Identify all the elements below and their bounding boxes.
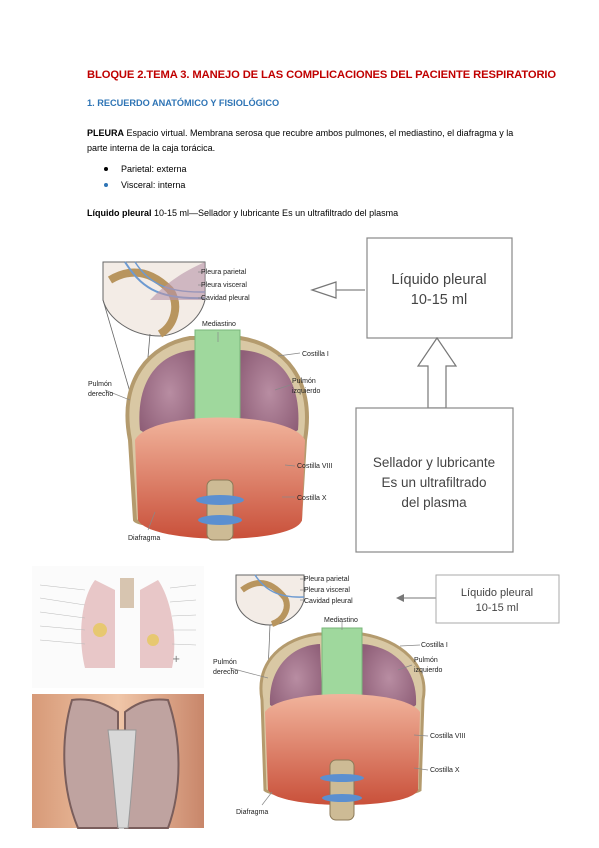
label-cavidad-pleural: Cavidad pleural: [201, 295, 250, 302]
pleura-term: PLEURA: [87, 128, 125, 138]
pleura-definition: Espacio virtual. Membrana serosa que rec…: [87, 128, 514, 153]
bullet-dot-icon: [104, 182, 108, 187]
callout-liquido-pleural-bottom: Líquido pleural 10-15 ml: [396, 574, 560, 624]
callout-bottom-line2: Es un ultrafiltrado: [381, 475, 486, 490]
callout-top-line1: Líquido pleural: [391, 272, 486, 288]
label-pleura-parietal: Pleura parietal: [201, 269, 247, 276]
label-diafragma: Diafragma: [128, 535, 160, 542]
label-diafragma-bottom: Diafragma: [236, 809, 268, 816]
label-costilla-i-bottom: Costilla I: [421, 642, 448, 649]
callout-liquido-pleural-top: Líquido pleural 10-15 ml: [366, 237, 513, 339]
liquid-term: Líquido pleural: [87, 208, 152, 218]
bullet-text: Parietal: externa: [121, 164, 187, 174]
callout-bottom-fig-line2: 10-15 ml: [476, 602, 519, 614]
label-pulmon-derecho-1-bottom: Pulmón: [213, 659, 237, 666]
label-mediastino: Mediastino: [202, 321, 236, 328]
liquid-pleural-line: Líquido pleural 10-15 ml—Sellador y lubr…: [87, 208, 398, 218]
label-pulmon-izquierdo-1: Pulmón: [292, 378, 316, 385]
thorax-illustration-top: Pleura parietal Pleura visceral Cavidad …: [88, 261, 332, 542]
callout-bottom-line3: del plasma: [401, 495, 467, 510]
hollow-up-arrow: [416, 336, 458, 409]
label-pulmon-derecho-2-bottom: derecho: [213, 669, 238, 676]
label-pulmon-derecho-2: derecho: [88, 391, 113, 398]
arrow-to-callout-top: [310, 281, 365, 299]
label-pleura-visceral: Pleura visceral: [201, 282, 247, 289]
bullet-text: Visceral: interna: [121, 179, 186, 190]
pleura-paragraph: PLEURA Espacio virtual. Membrana serosa …: [87, 126, 517, 156]
section-heading: 1. RECUERDO ANATÓMICO Y FISIOLÓGICO: [87, 98, 280, 108]
label-pleura-visceral-bottom: Pleura visceral: [304, 587, 350, 594]
pleura-bullet-list: Parietal: externa Visceral: interna: [104, 162, 187, 193]
liquid-text: 10-15 ml—Sellador y lubricante Es un ult…: [151, 208, 399, 218]
label-cavidad-pleural-bottom: Cavidad pleural: [304, 598, 353, 605]
bullet-dot-icon: [104, 167, 108, 171]
label-costilla-viii-bottom: Costilla VIII: [430, 733, 465, 740]
label-costilla-i: Costilla I: [302, 351, 329, 358]
label-pulmon-izquierdo-2-bottom: izquierdo: [414, 667, 443, 674]
label-pulmon-derecho-1: Pulmón: [88, 381, 112, 388]
label-costilla-viii: Costilla VIII: [297, 463, 332, 470]
label-pulmon-izquierdo-1-bottom: Pulmón: [414, 657, 438, 664]
lung-anatomy-photo: +: [32, 566, 204, 688]
bullet-item-visceral: Visceral: interna: [104, 178, 187, 194]
label-pulmon-izquierdo-2: izquierdo: [292, 388, 321, 395]
label-costilla-x-bottom: Costilla X: [430, 767, 460, 774]
label-costilla-x: Costilla X: [297, 495, 327, 502]
diaphragm-shape: [135, 417, 305, 539]
bullet-item-parietal: Parietal: externa: [104, 162, 187, 178]
thorax-illustration-bottom: Pleura parietal Pleura visceral Cavidad …: [213, 574, 465, 821]
callout-bottom-fig-line1: Líquido pleural: [461, 587, 533, 599]
label-pleura-parietal-bottom: Pleura parietal: [304, 576, 350, 583]
callout-bottom-line1: Sellador y lubricante: [373, 455, 495, 470]
torso-photo: [32, 694, 204, 829]
callout-top-line2: 10-15 ml: [411, 292, 467, 308]
callout-sellador-lubricante: Sellador y lubricante Es un ultrafiltrad…: [355, 407, 514, 553]
label-mediastino-bottom: Mediastino: [324, 617, 358, 624]
document-title: BLOQUE 2.TEMA 3. MANEJO DE LAS COMPLICAC…: [87, 69, 557, 81]
svg-text:+: +: [172, 654, 180, 665]
